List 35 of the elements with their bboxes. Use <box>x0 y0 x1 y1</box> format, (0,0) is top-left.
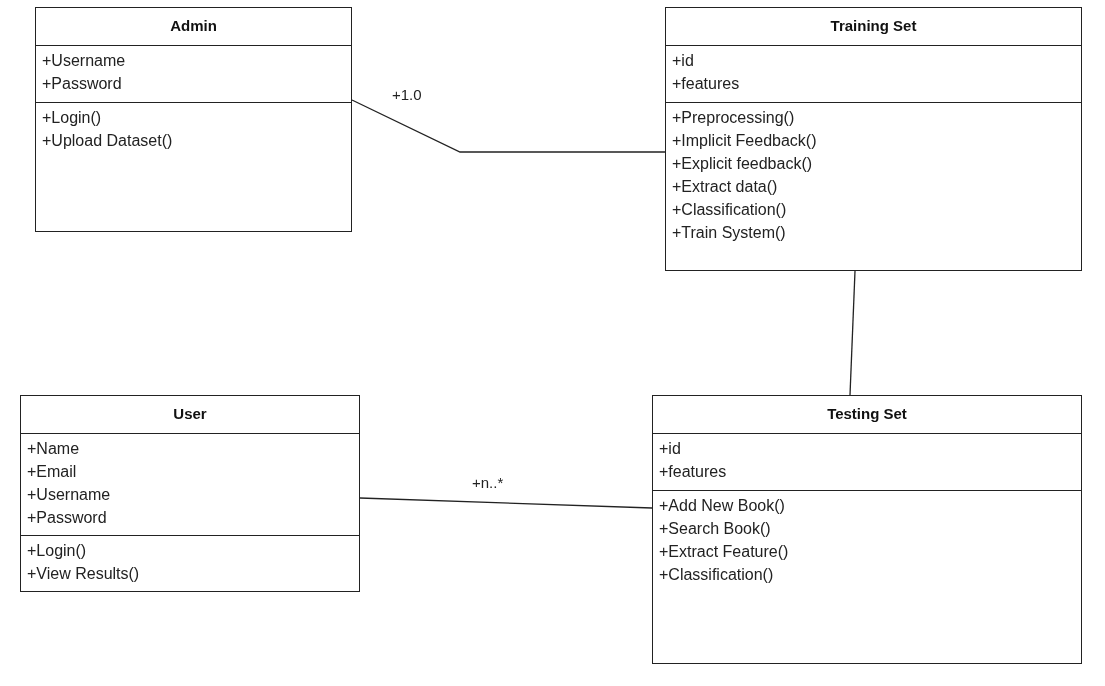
attribute-text: +features <box>672 74 740 94</box>
association-line <box>351 99 666 153</box>
method-text: +Implicit Feedback() <box>672 131 817 151</box>
class-name: Admin <box>170 16 217 37</box>
attribute-text: +Username <box>42 51 126 71</box>
method-text: +View Results() <box>27 564 140 584</box>
class-name: User <box>173 404 207 425</box>
attribute-text: +features <box>659 462 727 482</box>
method-text: +Classification() <box>659 565 774 585</box>
class-box <box>665 7 1082 271</box>
attribute-text: +Password <box>42 74 122 94</box>
method-text: +Login() <box>42 108 102 128</box>
method-text: +Login() <box>27 541 87 561</box>
association-line <box>849 270 856 396</box>
method-text: +Classification() <box>672 200 787 220</box>
method-text: +Extract Feature() <box>659 542 789 562</box>
class-name: Training Set <box>830 16 917 37</box>
method-text: +Add New Book() <box>659 496 785 516</box>
class-box <box>652 395 1082 664</box>
method-text: +Upload Dataset() <box>42 131 173 151</box>
class-box <box>20 395 360 592</box>
attribute-text: +id <box>659 439 681 459</box>
class-name: Testing Set <box>827 404 907 425</box>
method-text: +Train System() <box>672 223 786 243</box>
method-text: +Search Book() <box>659 519 771 539</box>
attribute-text: +Email <box>27 462 77 482</box>
attribute-text: +Username <box>27 485 111 505</box>
method-text: +Preprocessing() <box>672 108 795 128</box>
class-box <box>35 7 352 232</box>
attribute-text: +id <box>672 51 694 71</box>
association-line <box>359 497 653 509</box>
attribute-text: +Password <box>27 508 107 528</box>
attribute-text: +Name <box>27 439 80 459</box>
method-text: +Extract data() <box>672 177 778 197</box>
method-text: +Explicit feedback() <box>672 154 813 174</box>
